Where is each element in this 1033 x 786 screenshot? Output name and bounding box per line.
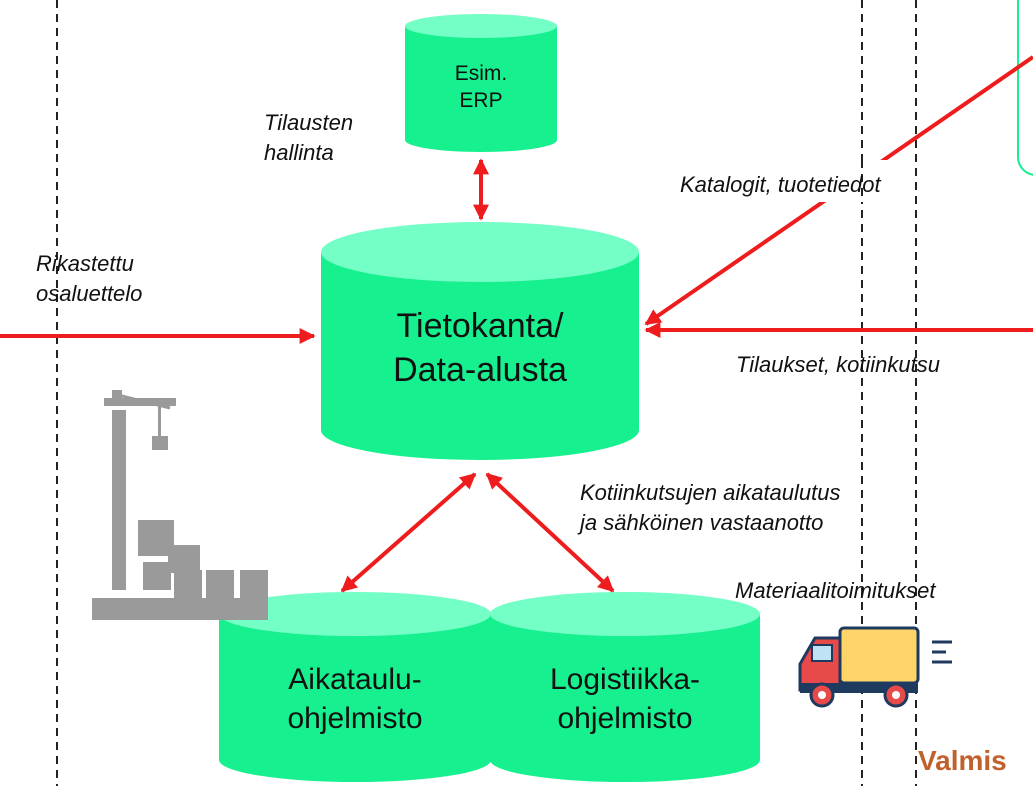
order-management-label: Tilausten hallinta (264, 110, 354, 165)
supplier-box (1017, 0, 1033, 176)
call-off-scheduling-label: Kotiinkutsujen aikataulutus ja sähköinen… (580, 480, 841, 535)
valmis-heading: Valmis (918, 745, 1007, 776)
construction-crane-icon (92, 390, 268, 620)
arrow-database-schedule (340, 472, 477, 593)
schedule-software-label: Aikataulu- ohjelmisto (287, 663, 423, 735)
logistics-software-label: Logistiikka- ohjelmisto (549, 663, 701, 735)
schedule-software-cylinder (219, 592, 491, 782)
arrow-database-logistics (485, 472, 615, 593)
erp-cylinder (405, 14, 557, 152)
database-label: Tietokanta/ Data-alusta (393, 307, 567, 390)
logistics-software-cylinder (490, 592, 760, 782)
erp-cylinder-label: Esim. ERP (454, 62, 508, 113)
material-deliveries-label: Materiaalitoimitukset (735, 578, 936, 603)
delivery-truck-icon (798, 626, 952, 708)
enriched-parts-list-label: Rikastettu osaluettelo (36, 251, 143, 306)
database-cylinder (321, 222, 639, 460)
orders-label: Tilaukset, kotiinkutsu (736, 352, 941, 377)
catalogs-label: Katalogit, tuotetiedot (680, 172, 881, 197)
